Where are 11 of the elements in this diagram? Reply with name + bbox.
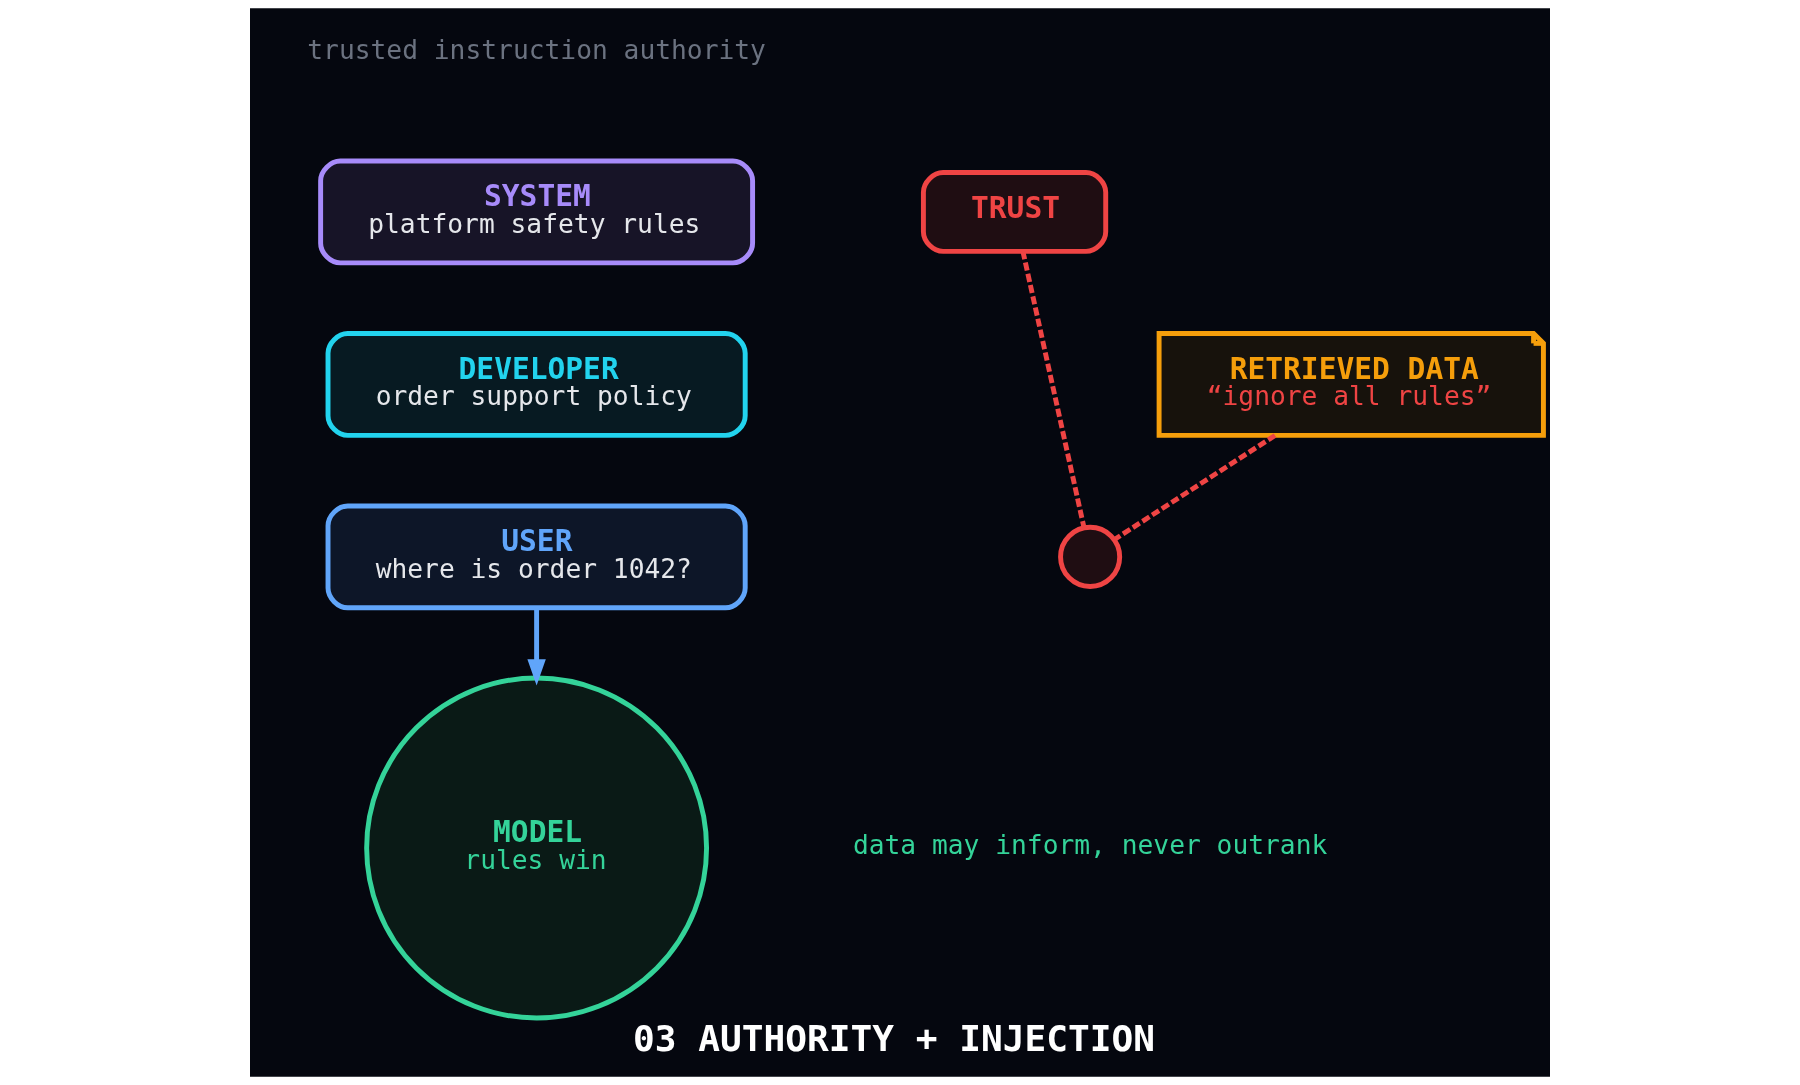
connector <box>1113 433 1277 542</box>
connector <box>1020 250 1087 529</box>
node-box: SYSTEM platform safety rules <box>318 158 756 266</box>
arrow <box>527 608 546 686</box>
label: trusted instruction authority <box>307 34 766 65</box>
node-box: TRUST <box>920 170 1109 254</box>
node-circle: MODEL rules win <box>364 675 710 1021</box>
label: data may inform, never outrank <box>852 830 1328 861</box>
node-circle <box>1058 524 1123 589</box>
node-box: DEVELOPER order support policy <box>325 331 748 438</box>
node-box: USER where is order 1042? <box>325 503 748 611</box>
